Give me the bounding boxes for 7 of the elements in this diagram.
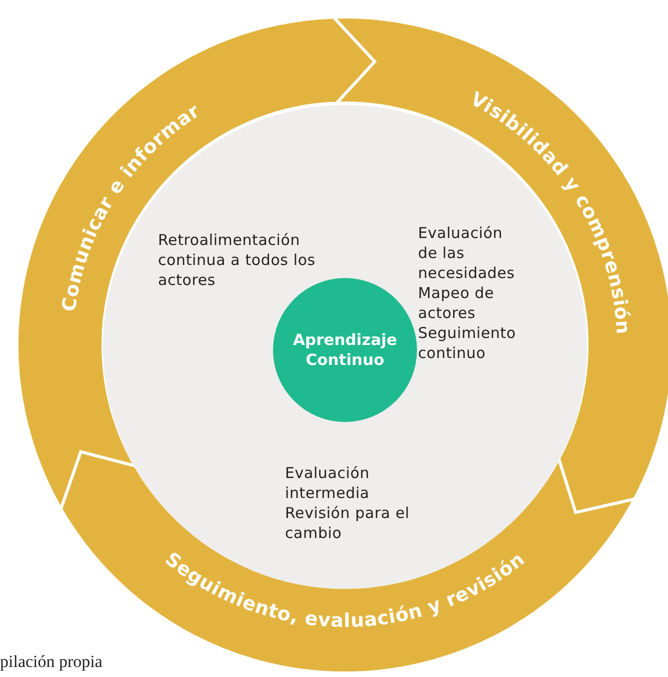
source-note: pilación propia <box>0 652 102 672</box>
activity-text: Mapeo de actores <box>418 283 495 323</box>
activity-text: Evaluación intermedia <box>285 463 371 503</box>
activity-text: Seguimiento continuo <box>418 323 517 363</box>
center-circle: Aprendizaje Continuo <box>273 278 417 422</box>
activity-text: Evaluación de las necesidades <box>418 223 516 283</box>
activity-text: Revisión para el cambio <box>285 503 410 543</box>
